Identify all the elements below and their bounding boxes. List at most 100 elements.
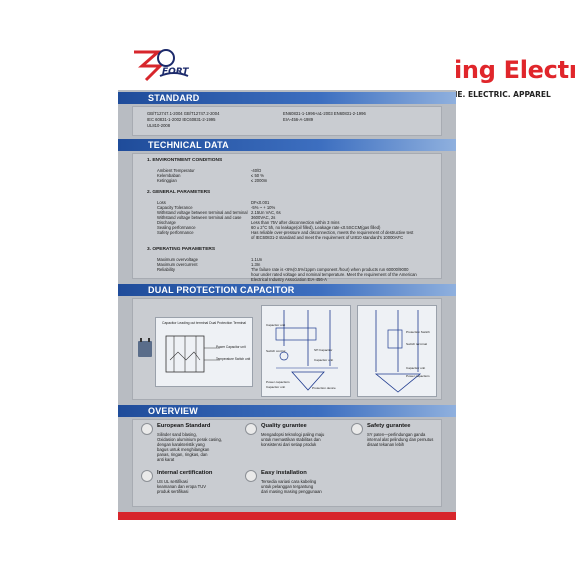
overview-item-body: US UL sertifikasi: [157, 479, 188, 484]
diagram-label: Switch terminal: [406, 342, 427, 346]
dual-banner: DUAL PROTECTION CAPACITOR: [118, 284, 456, 296]
overview-item-body: dengan karakteristik yang: [157, 442, 205, 447]
op-label: Maximum overvoltage: [157, 257, 198, 262]
op-value: hour under rated voltage and nominal tem…: [251, 272, 417, 277]
install-icon: [245, 470, 257, 482]
diagram-label: SH Capacitor: [314, 348, 333, 352]
switch-schematic-icon: [275, 310, 338, 391]
diagram-label: Capacitor unit: [266, 385, 286, 389]
diagram-label: Power Capacitor unit: [216, 345, 246, 349]
logo-text: FORT: [162, 67, 189, 77]
overview-item-title: Easy installation: [261, 470, 307, 476]
gen-label: Withstand voltage between terminal and t…: [157, 210, 248, 215]
sheet-footer-bar: [118, 512, 456, 520]
gen-value: -5% ~ + 10%: [251, 205, 276, 210]
gen-value: Less than 75V after disconnection within…: [251, 220, 340, 225]
overview-item-body: SY paten—perlindungan ganda: [367, 432, 426, 437]
overview-item-body: Mengadopsi teknologi paling maju: [261, 432, 325, 437]
env-label: Kelembaban: [157, 173, 181, 178]
diagram-caption: Capacitor Leading out terminal Dual Prot…: [162, 321, 246, 325]
capacitor-terminal-diagram: Capacitor Leading out terminal Dual Prot…: [155, 317, 253, 387]
diagram-label: Protection Switch: [406, 330, 430, 334]
standard-left-line: GB/T12747.1-2004 GB/T12747.2-2004: [147, 111, 220, 116]
gen-value: 2.15Un VAC, 6s: [251, 210, 281, 215]
env-label: Ketinggian: [157, 178, 177, 183]
diagram-label: Protection device: [312, 386, 336, 390]
capacitor-photo-icon: [138, 338, 152, 357]
sheet-header: FORT: [118, 42, 456, 90]
diagram-label: Switch control: [266, 349, 286, 353]
op-label: Maximum overcurrent: [157, 262, 198, 267]
gen-heading: 2. GENERAL PARAMETERS: [147, 190, 211, 195]
overview-item-body: Oxidasion aluminium perak casing,: [157, 437, 222, 442]
dual-panel: Capacitor Leading out terminal Dual Prot…: [132, 298, 442, 400]
overview-item-body: untuk pelanggan tergantung: [261, 484, 314, 489]
gen-value: 3600VAC, 2s: [251, 215, 276, 220]
gen-value: 60 ± 2°C 5h, no leakage(oil filled), Lea…: [251, 225, 381, 230]
technical-panel: 1. ENVIRONTMENT CONDITIONS Ambient Tempe…: [132, 153, 442, 282]
protection-schematic-icon: [374, 310, 422, 393]
op-value: 1.1Un: [251, 257, 263, 262]
op-value: The failure rate is <6%(0.5%/1ppm compon…: [251, 267, 409, 272]
standard-panel: GB/T12747.1-2004 GB/T12747.2-2004 IEC 60…: [132, 106, 442, 136]
standard-right-line: EN60831-1-1996+a1-2003 EN60831-2-1996: [283, 111, 366, 116]
overview-item-title: Internal certification: [157, 470, 213, 476]
sand-icon: [141, 423, 153, 435]
gen-value: Has reliable over-pressure and disconnec…: [251, 230, 414, 235]
standard-banner: STANDARD: [118, 92, 456, 104]
overview-item-body: keamanan dan eropa TUV: [157, 484, 207, 489]
diagram-label: Power capacitors: [266, 380, 290, 384]
overview-item-body: untuk memastikan stabilitas dan: [261, 437, 321, 442]
gen-value: DF≤0.001: [251, 200, 270, 205]
diagram-label: Power capacitors: [406, 374, 430, 378]
gen-label: Withstand voltage between terminal and c…: [157, 215, 242, 220]
dual-title: DUAL PROTECTION CAPACITOR: [148, 285, 295, 295]
technical-title: TECHNICAL DATA: [148, 140, 229, 150]
certificate-icon: [141, 470, 153, 482]
protection-switch-diagram: Protection Switch Switch terminal Capaci…: [357, 305, 437, 397]
overview-item-title: European Standard: [157, 423, 211, 429]
gen-label: Capacity Tolerance: [157, 205, 193, 210]
gen-label: Discharge: [157, 220, 176, 225]
technical-banner: TECHNICAL DATA: [118, 139, 456, 151]
overview-item-body: Tersedia variasi cara kabeling: [261, 479, 317, 484]
quality-icon: [245, 423, 257, 435]
overview-item-body: dari masing masing penggunaan: [261, 489, 322, 494]
overview-item-title: Quality gurantee: [261, 423, 307, 429]
overview-item-body: internal alat pelindung dan pemutus: [367, 437, 434, 442]
overview-banner: OVERVIEW: [118, 405, 456, 417]
overview-item-title: Safety gurantee: [367, 423, 411, 429]
overview-item-body: panas, ringan, ringkas, dan: [157, 452, 208, 457]
terminal-schematic-icon: [165, 335, 220, 373]
overview-item-body: disaat tekanan lebih: [367, 442, 405, 447]
overview-item-body: anti karat: [157, 457, 175, 462]
sy-fort-logo-icon: [134, 49, 189, 82]
diagram-label: Capacitor unit: [314, 358, 334, 362]
gen-label: Loss: [157, 200, 166, 205]
overview-panel: European Standard Silinder sand blasing,…: [132, 419, 442, 507]
gen-value: of IEC60831-2 standard and meet the requ…: [251, 235, 404, 240]
op-value: 1.3In: [251, 262, 261, 267]
env-label: Ambient Temperatur: [157, 168, 195, 173]
env-value: ≤ 2000m: [251, 178, 268, 183]
env-value: -40/D: [251, 168, 262, 173]
diagram-label: Capacitor unit: [406, 366, 426, 370]
standard-left-line: IEC 60831-1-2002 IEC60831-2-1995: [147, 117, 216, 122]
datasheet: FORT STANDARD GB/T12747.1-2004 GB/T12747…: [118, 42, 456, 520]
overview-item-body: Silinder sand blasing,: [157, 432, 197, 437]
op-value: Electrical Industry Association EIA-456-…: [251, 277, 327, 282]
diagram-label: Capacitor unit: [266, 323, 286, 327]
brand-tagline: GAME. ELECTRIC. APPAREL: [438, 90, 551, 99]
env-heading: 1. ENVIRONTMENT CONDITIONS: [147, 158, 223, 163]
overview-item-body: konsistensi dari setiap produk: [261, 442, 317, 447]
standard-right-line: EIA-456-A-1989: [283, 117, 314, 122]
gen-label: Sealing performance: [157, 225, 196, 230]
gen-label: Safety performance: [157, 230, 194, 235]
env-value: ≤ 50 %: [251, 173, 265, 178]
op-heading: 3. OPERATING PARAMETERS: [147, 247, 216, 252]
switch-control-diagram: Capacitor unit Switch control SH Capacit…: [261, 305, 351, 397]
shield-icon: [351, 423, 363, 435]
overview-item-body: bagus untuk menghilangkan: [157, 447, 210, 452]
overview-title: OVERVIEW: [148, 406, 198, 416]
